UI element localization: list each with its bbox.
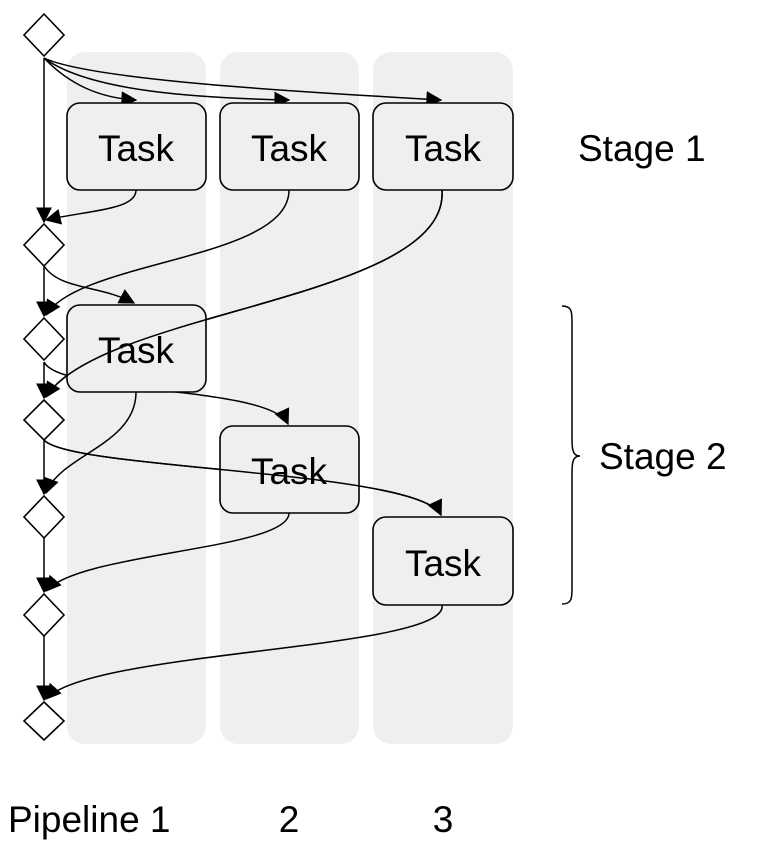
sync-diamond <box>22 316 66 362</box>
task-label: Task <box>98 330 175 371</box>
sync-diamond <box>22 12 66 58</box>
task-stage1-pipeline2[interactable]: Task <box>219 102 360 191</box>
task-stage2-pipeline3[interactable]: Task <box>372 516 514 606</box>
task-stage1-pipeline1[interactable]: Task <box>66 102 207 191</box>
sync-diamond <box>22 592 66 638</box>
task-stage1-pipeline3[interactable]: Task <box>372 102 514 191</box>
stage-2-brace <box>561 305 581 605</box>
pipeline-lane-1 <box>67 52 206 744</box>
sync-diamond <box>22 700 66 742</box>
stage-1-label: Stage 1 <box>578 128 706 169</box>
sync-diamond <box>22 222 66 268</box>
sync-diamond <box>22 494 66 540</box>
task-stage2-pipeline1[interactable]: Task <box>66 304 207 393</box>
pipeline-2-label: 2 <box>279 799 300 840</box>
stage-2-label: Stage 2 <box>599 436 727 477</box>
stage-1-fanout-edges <box>43 57 443 108</box>
task-stage2-pipeline2[interactable]: Task <box>219 425 360 514</box>
pipeline-lane-2 <box>220 52 359 744</box>
task-label: Task <box>251 451 328 492</box>
task-label: Task <box>405 128 482 169</box>
overlay-edges <box>43 189 443 516</box>
sync-diamond <box>22 398 66 442</box>
sync-points <box>22 12 66 742</box>
pipeline-3-label: 3 <box>433 799 454 840</box>
pipeline-1-label: Pipeline 1 <box>8 799 171 840</box>
task-label: Task <box>98 128 175 169</box>
task-label: Task <box>251 128 328 169</box>
task-label: Task <box>405 543 482 584</box>
